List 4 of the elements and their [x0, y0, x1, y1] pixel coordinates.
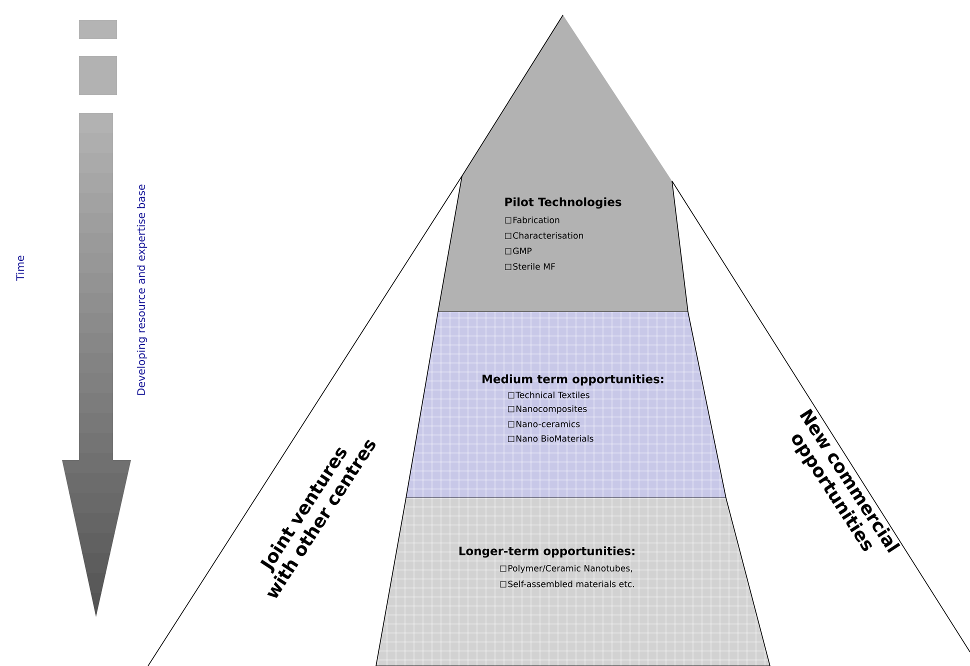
- pyramid-band: Longer-term opportunities: Polymer/Ceramic Nanotubes, Self-assembled materials etc.: [376, 498, 771, 666]
- axis-label: Developing resource and expertise base: [136, 184, 148, 395]
- axis-label: Time: [16, 256, 24, 281]
- pyramid-band: Pilot Technologies Fabrication Characterisation GMP Sterile MF: [438, 14, 688, 312]
